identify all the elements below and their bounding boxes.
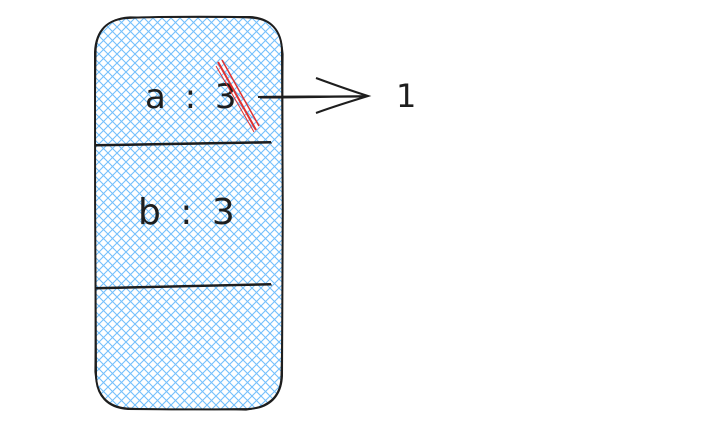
- divider-1: [94, 141, 272, 146]
- cell-dividers: [94, 141, 273, 290]
- strike-mark: [215, 59, 260, 133]
- cell-b-label: b : 3: [138, 192, 239, 233]
- memory-block: [93, 15, 284, 411]
- new-value-label: 1: [396, 77, 416, 115]
- arrow-head: [315, 77, 372, 114]
- cell-a-label: a : 3: [145, 77, 241, 117]
- memory-block-fill: [95, 17, 282, 409]
- reassign-arrow: [257, 77, 372, 114]
- divider-2: [94, 283, 272, 289]
